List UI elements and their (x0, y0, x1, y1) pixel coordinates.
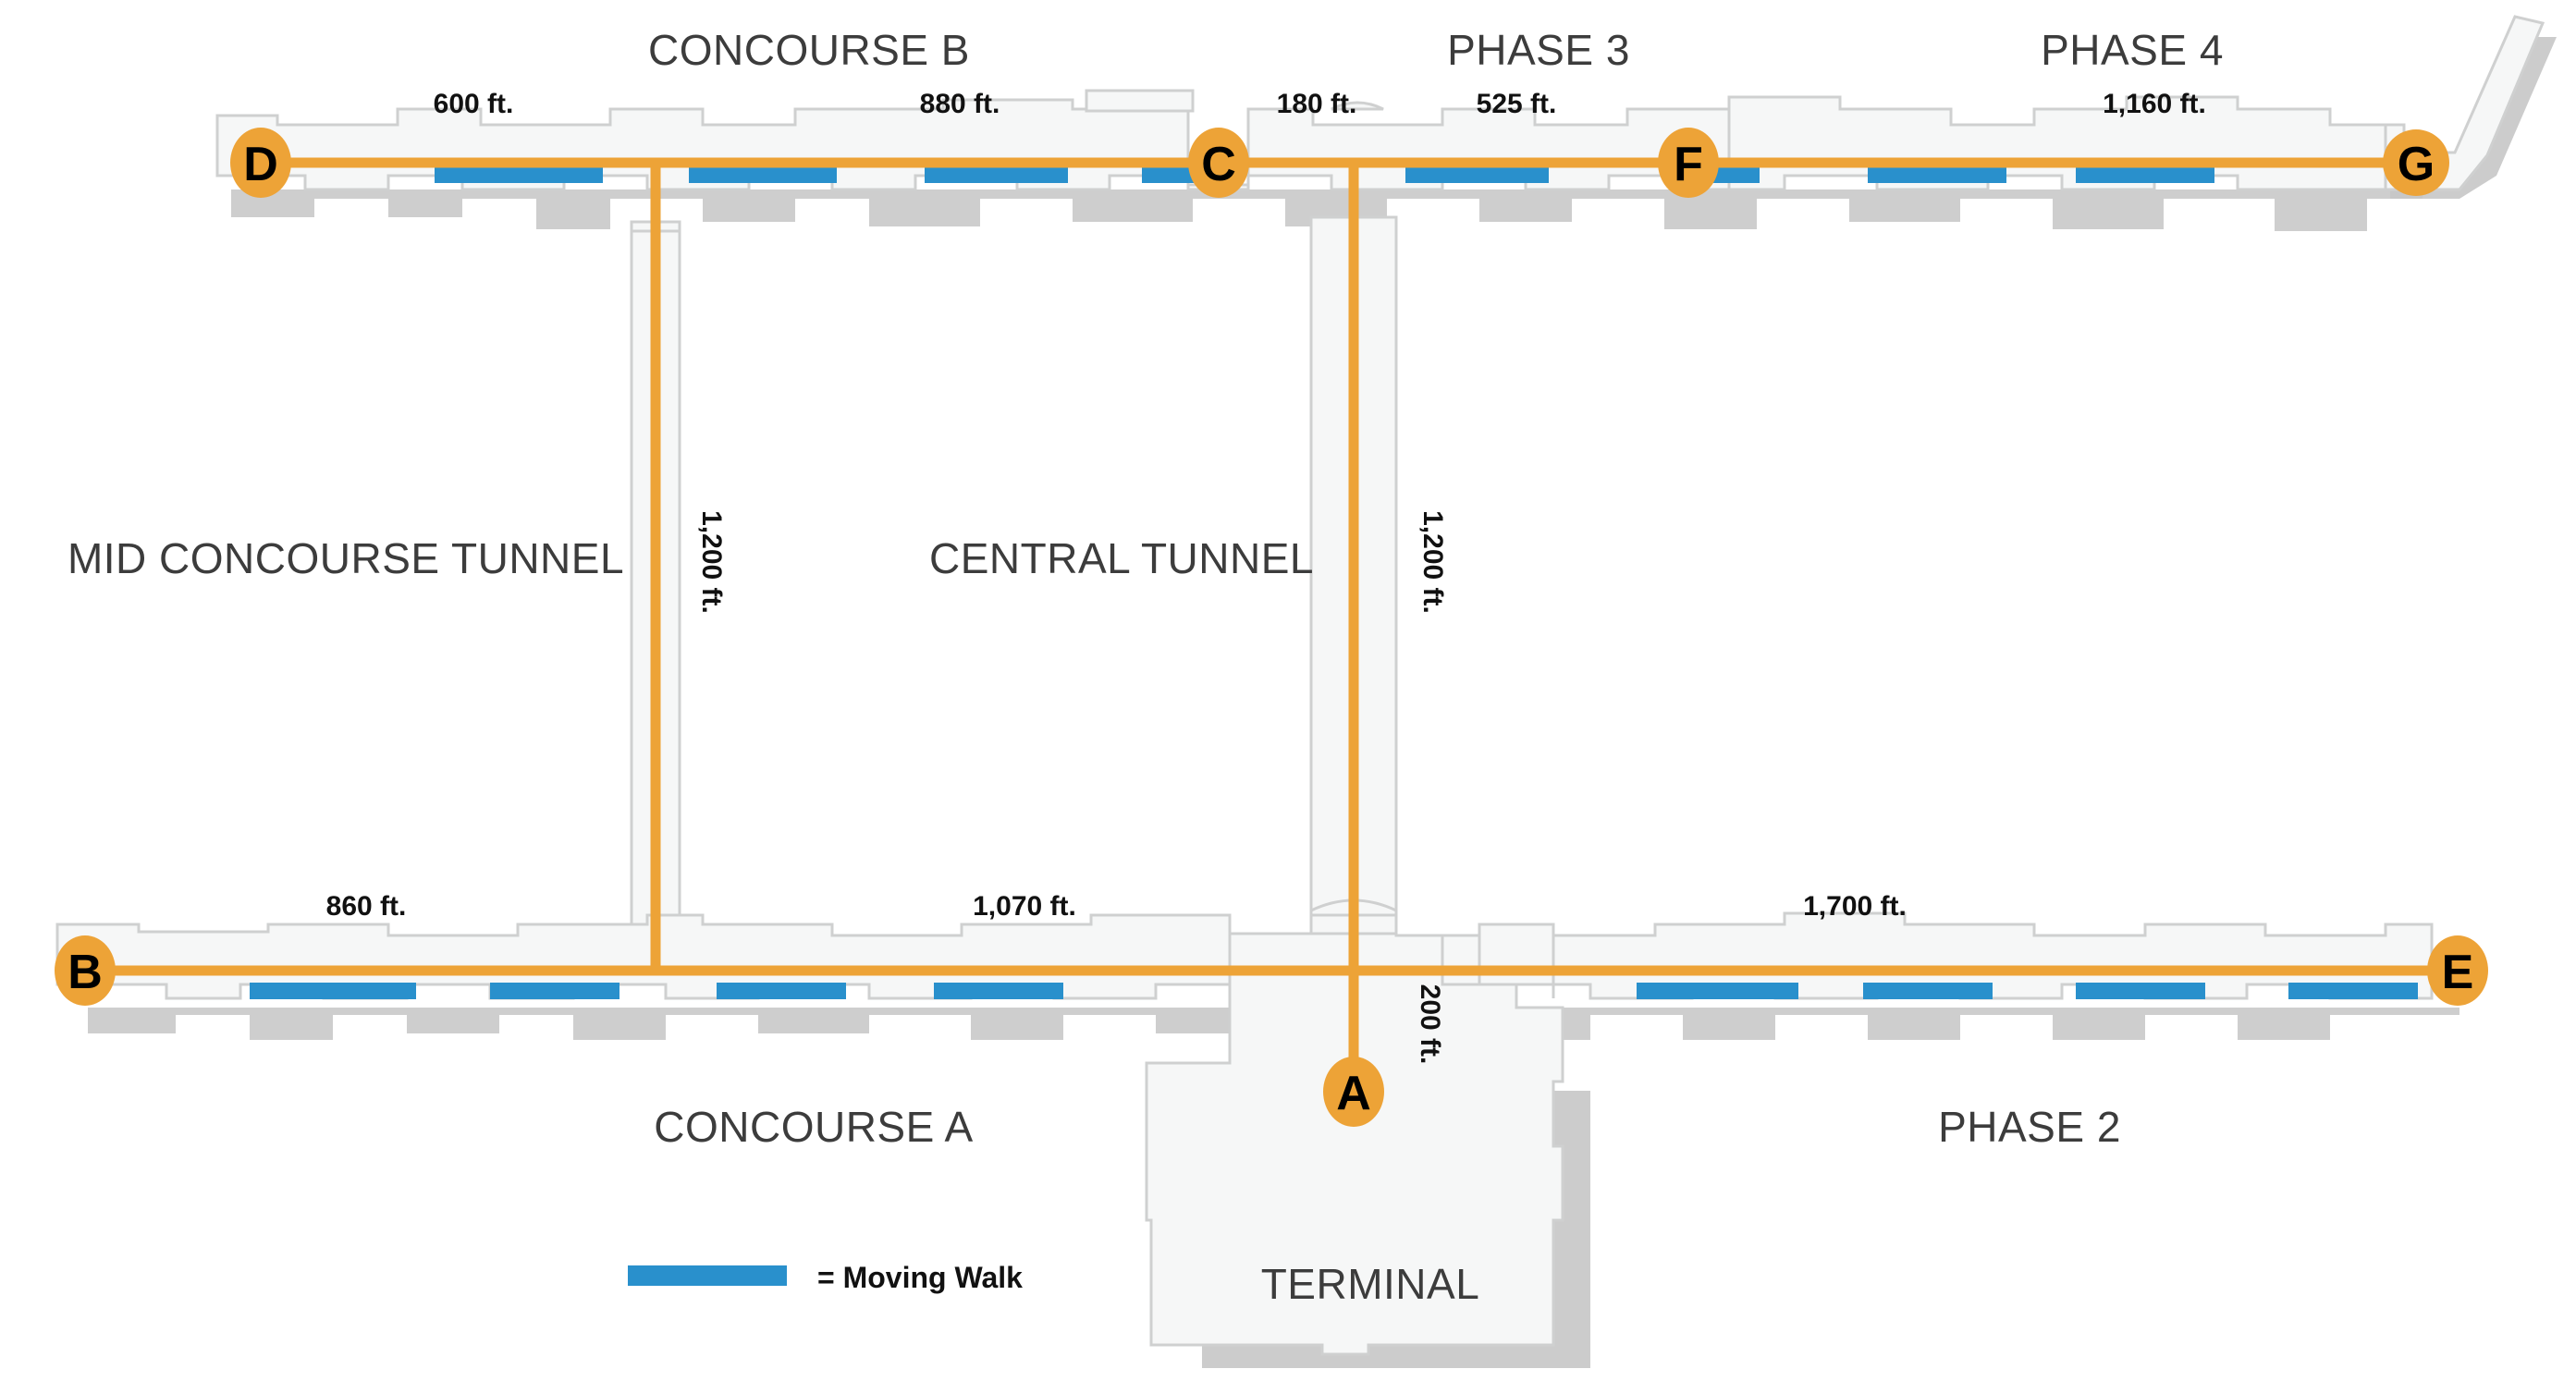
node-F-label: F (1674, 138, 1703, 191)
area-label-phase-3: PHASE 3 (1447, 26, 1630, 74)
dimension-central-tunnel-1200ft: 1,200 ft. (1417, 510, 1448, 614)
node-B-label: B (67, 946, 103, 999)
moving-walk-bar (1405, 167, 1549, 183)
terminal-building (1145, 932, 1564, 1356)
dimension-880ft: 880 ft. (920, 89, 1000, 119)
dimension-mid-concourse-1200ft: 1,200 ft. (696, 510, 727, 614)
area-label-central-tunnel: CENTRAL TUNNEL (929, 534, 1314, 582)
dimension-labels: 600 ft. 880 ft. 180 ft. 525 ft. 1,160 ft… (326, 89, 2206, 1064)
moving-walk-bar (717, 983, 846, 999)
dimension-600ft: 600 ft. (434, 89, 514, 119)
dimension-525ft: 525 ft. (1477, 89, 1557, 119)
moving-walk-bar (934, 983, 1063, 999)
moving-walk-bar (1863, 983, 1993, 999)
legend: = Moving Walk (628, 1261, 1023, 1294)
node-A-label: A (1336, 1067, 1371, 1120)
node-C[interactable]: C (1188, 128, 1249, 198)
area-label-concourse-b: CONCOURSE B (648, 26, 970, 74)
moving-walk-bar (2076, 167, 2214, 183)
dimension-860ft: 860 ft. (326, 891, 407, 922)
area-label-terminal: TERMINAL (1261, 1260, 1480, 1308)
node-G[interactable]: G (2383, 129, 2449, 196)
moving-walk-bar (435, 167, 603, 183)
area-label-phase-4: PHASE 4 (2041, 26, 2224, 74)
node-E[interactable]: E (2427, 935, 2488, 1006)
dimension-1160ft: 1,160 ft. (2103, 89, 2206, 119)
dimension-180ft: 180 ft. (1277, 89, 1357, 119)
area-label-concourse-a: CONCOURSE A (654, 1103, 973, 1151)
node-A[interactable]: A (1323, 1057, 1384, 1127)
node-B[interactable]: B (55, 935, 116, 1006)
moving-walk-bars (250, 167, 2418, 999)
dimension-200ft: 200 ft. (1415, 984, 1445, 1065)
moving-walk-bar (1637, 983, 1798, 999)
route-nodes: D C F G B E A (55, 128, 2488, 1127)
moving-walk-bar (490, 983, 619, 999)
dimension-1070ft: 1,070 ft. (973, 891, 1076, 922)
node-C-label: C (1201, 138, 1236, 191)
moving-walk-bar (1868, 167, 2006, 183)
moving-walk-bar (2076, 983, 2205, 999)
moving-walk-swatch (628, 1265, 787, 1286)
moving-walk-bar (925, 167, 1068, 183)
moving-walk-bar (2288, 983, 2418, 999)
node-E-label: E (2442, 946, 2474, 999)
moving-walk-bar (250, 983, 416, 999)
node-D[interactable]: D (230, 128, 291, 198)
node-G-label: G (2398, 138, 2435, 191)
area-labels: CONCOURSE B PHASE 3 PHASE 4 MID CONCOURS… (67, 26, 2224, 1308)
dimension-1700ft: 1,700 ft. (1803, 891, 1907, 922)
moving-walk-bar (689, 167, 837, 183)
node-D-label: D (243, 138, 278, 191)
walking-route-lines (83, 157, 2459, 1082)
area-label-phase-2: PHASE 2 (1938, 1103, 2121, 1151)
area-label-mid-concourse-tunnel: MID CONCOURSE TUNNEL (67, 534, 624, 582)
node-F[interactable]: F (1658, 128, 1719, 198)
legend-label: = Moving Walk (817, 1261, 1023, 1294)
